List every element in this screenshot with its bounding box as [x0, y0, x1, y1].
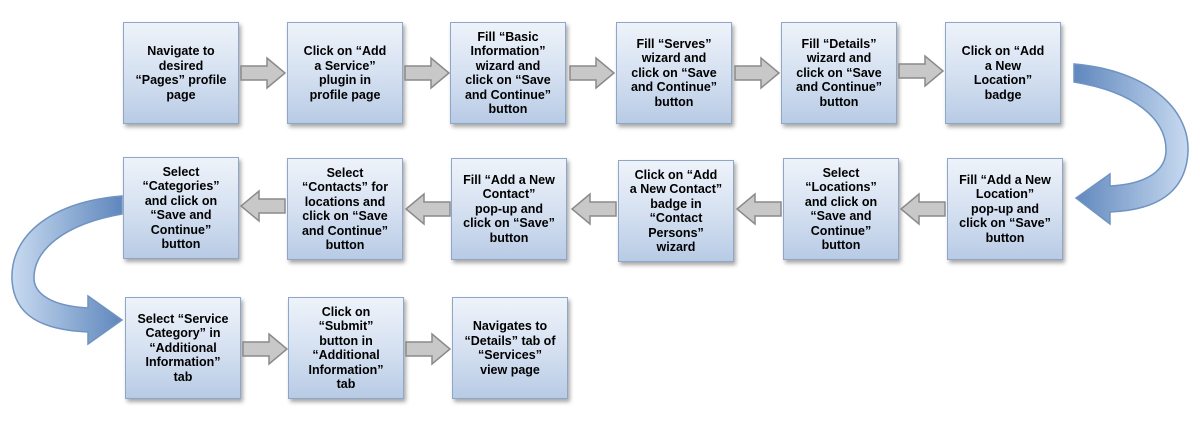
arrow-left-icon [240, 189, 286, 223]
arrow-right-icon [569, 56, 615, 90]
step-5-details-wizard: Fill “Details” wizard and click on “Save… [781, 22, 897, 124]
step-3-basic-information: Fill “Basic Information” wizard and clic… [450, 22, 566, 124]
step-7-new-location-popup: Fill “Add a New Location” pop-up and cli… [947, 158, 1063, 260]
step-6-add-new-location: Click on “Add a New Location” badge [945, 22, 1061, 124]
curved-arrow-right-icon [1073, 63, 1189, 226]
step-9-add-new-contact: Click on “Add a New Contact” badge in “C… [618, 160, 734, 262]
arrow-right-icon [405, 332, 451, 366]
arrow-right-icon [734, 56, 780, 90]
arrow-right-icon [240, 56, 286, 90]
arrow-right-icon [898, 54, 944, 88]
arrow-left-icon [571, 192, 617, 226]
step-11-select-contacts: Select “Contacts” for locations and clic… [287, 158, 403, 260]
arrow-right-icon [404, 56, 450, 90]
step-2-add-service-plugin: Click on “Add a Service” plugin in profi… [287, 22, 403, 124]
step-1-navigate-pages: Navigate to desired “Pages” profile page [123, 22, 239, 124]
step-10-new-contact-popup: Fill “Add a New Contact” pop-up and clic… [451, 158, 567, 260]
arrow-left-icon [736, 192, 782, 226]
arrow-left-icon [900, 192, 946, 226]
step-14-submit: Click on “Submit” button in “Additional … [288, 297, 404, 399]
step-15-navigates-details: Navigates to “Details” tab of “Services”… [452, 297, 568, 399]
curved-arrow-left-icon [11, 195, 124, 346]
arrow-left-icon [405, 192, 451, 226]
step-4-serves-wizard: Fill “Serves” wizard and click on “Save … [616, 22, 732, 124]
step-13-service-category: Select “Service Category” in “Additional… [125, 297, 241, 399]
step-8-select-locations: Select “Locations” and click on “Save an… [783, 158, 899, 260]
step-12-select-categories: Select “Categories” and click on “Save a… [123, 157, 239, 259]
arrow-right-icon [242, 332, 288, 366]
